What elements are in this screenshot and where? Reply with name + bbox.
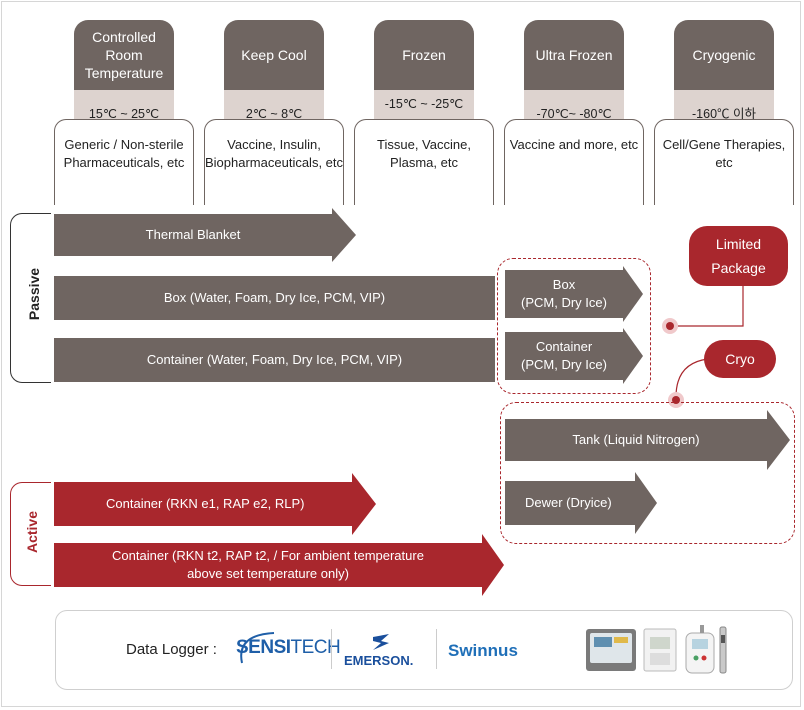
dewer-arrow-shape <box>505 472 657 534</box>
arrow-text: (PCM, Dry Ice) <box>521 357 607 372</box>
column-desc-controlled-room: Generic / Non-sterile Pharmaceuticals, e… <box>54 119 194 205</box>
passive-bracket <box>10 213 51 383</box>
arrow-text: above set temperature only) <box>187 566 349 581</box>
desc-text: Generic / Non-sterile Pharmaceuticals, e… <box>63 137 185 170</box>
column-title: Ultra Frozen <box>524 20 624 90</box>
limited-package-group <box>497 258 651 394</box>
separator <box>436 629 437 669</box>
thermal-blanket-arrow: Thermal Blanket <box>54 214 332 256</box>
column-title: Frozen <box>374 20 474 90</box>
desc-text: Vaccine and more, etc <box>509 137 639 152</box>
active-container2-arrow-shape <box>54 534 504 596</box>
cryo-group <box>500 402 795 544</box>
limited-container-arrow-shape <box>505 328 643 384</box>
data-logger-label: Data Logger : <box>126 641 217 658</box>
sensitech-logo: SENSITECH <box>236 637 341 659</box>
range-text: 2℃ ~ 8℃ <box>245 107 303 121</box>
arrow-text: Thermal Blanket <box>145 227 241 242</box>
arrow-text: Box <box>552 277 576 292</box>
column-desc-keep-cool: Vaccine, Insulin, Biopharmaceuticals, et… <box>204 119 344 205</box>
arrow-text: Dewer (Dryice) <box>525 495 612 510</box>
arrow-text: Container (RKN t2, RAP t2, / For ambient… <box>112 548 424 563</box>
separator <box>331 629 332 669</box>
column-title: Keep Cool <box>224 20 324 90</box>
data-logger-panel: Data Logger : SENSITECH EMERSON. Swinnus <box>55 610 793 690</box>
tank-arrow-shape <box>505 410 790 470</box>
limited-package-connector <box>670 284 744 327</box>
active-container2-arrow: Container (RKN t2, RAP t2, / For ambient… <box>54 543 482 587</box>
pill-text: Limited <box>715 236 762 252</box>
active-bracket <box>10 482 51 586</box>
emerson-logo: EMERSON. <box>344 653 414 668</box>
range-text: -15℃ ~ -25℃ <box>384 97 464 111</box>
column-title: Cryogenic <box>674 20 774 90</box>
arrow-text: Tank (Liquid Nitrogen) <box>572 432 700 447</box>
arrow-text: Container (RKN e1, RAP e2, RLP) <box>106 496 305 511</box>
sensitech-logo-part: SENSI <box>236 637 291 658</box>
logger-devices-image <box>586 625 727 674</box>
arrow-text: (PCM, Dry Ice) <box>521 295 607 310</box>
arrow-text: Box (Water, Foam, Dry Ice, PCM, VIP) <box>163 290 386 305</box>
sensitech-logo-part: TECH <box>290 637 341 658</box>
swinnus-logo: Swinnus <box>448 641 518 660</box>
box-bar: Box (Water, Foam, Dry Ice, PCM, VIP) <box>54 276 495 320</box>
pill-text: Package <box>711 260 766 276</box>
range-text: 15℃ ~ 25℃ <box>88 107 160 121</box>
active-container1-arrow-shape <box>54 473 376 535</box>
limited-box-arrow-shape <box>505 266 643 322</box>
thermal-blanket-arrow-shape <box>54 208 356 262</box>
active-container1-arrow: Container (RKN e1, RAP e2, RLP) <box>54 482 352 526</box>
cryo-connector <box>675 358 709 398</box>
limited-package-pill: Limited Package <box>689 226 788 286</box>
active-label: Active <box>24 510 40 554</box>
tank-arrow: Tank (Liquid Nitrogen) <box>505 419 767 461</box>
arrow-text: Container <box>535 339 593 354</box>
limited-container-arrow: Container (PCM, Dry Ice) <box>505 332 623 380</box>
pill-text: Cryo <box>725 351 755 367</box>
range-text: -160℃ 이하 <box>692 107 756 121</box>
sensitech-swoosh-icon <box>240 632 275 664</box>
desc-text: Cell/Gene Therapies, etc <box>662 137 786 170</box>
desc-text: Vaccine, Insulin, Biopharmaceuticals, et… <box>205 137 344 170</box>
range-text: -70℃~ -80℃ <box>536 107 612 121</box>
column-title: Controlled Room Temperature <box>74 20 174 90</box>
desc-text: Tissue, Vaccine, Plasma, etc <box>377 137 471 170</box>
cryo-pill: Cryo <box>704 340 776 378</box>
passive-label: Passive <box>26 267 42 321</box>
column-desc-ultra-frozen: Vaccine and more, etc <box>504 119 644 205</box>
emerson-emblem-icon <box>373 634 389 650</box>
arrow-text: Container (Water, Foam, Dry Ice, PCM, VI… <box>146 352 403 367</box>
cryo-dot <box>672 396 680 404</box>
limited-package-dot <box>666 322 674 330</box>
container-bar: Container (Water, Foam, Dry Ice, PCM, VI… <box>54 338 495 382</box>
dewer-arrow: Dewer (Dryice) <box>505 481 635 525</box>
column-desc-cryogenic: Cell/Gene Therapies, etc <box>654 119 794 205</box>
column-desc-frozen: Tissue, Vaccine, Plasma, etc <box>354 119 494 205</box>
column-cryogenic: Cryogenic -160℃ 이하 <box>674 20 774 138</box>
limited-box-arrow: Box (PCM, Dry Ice) <box>505 270 623 318</box>
